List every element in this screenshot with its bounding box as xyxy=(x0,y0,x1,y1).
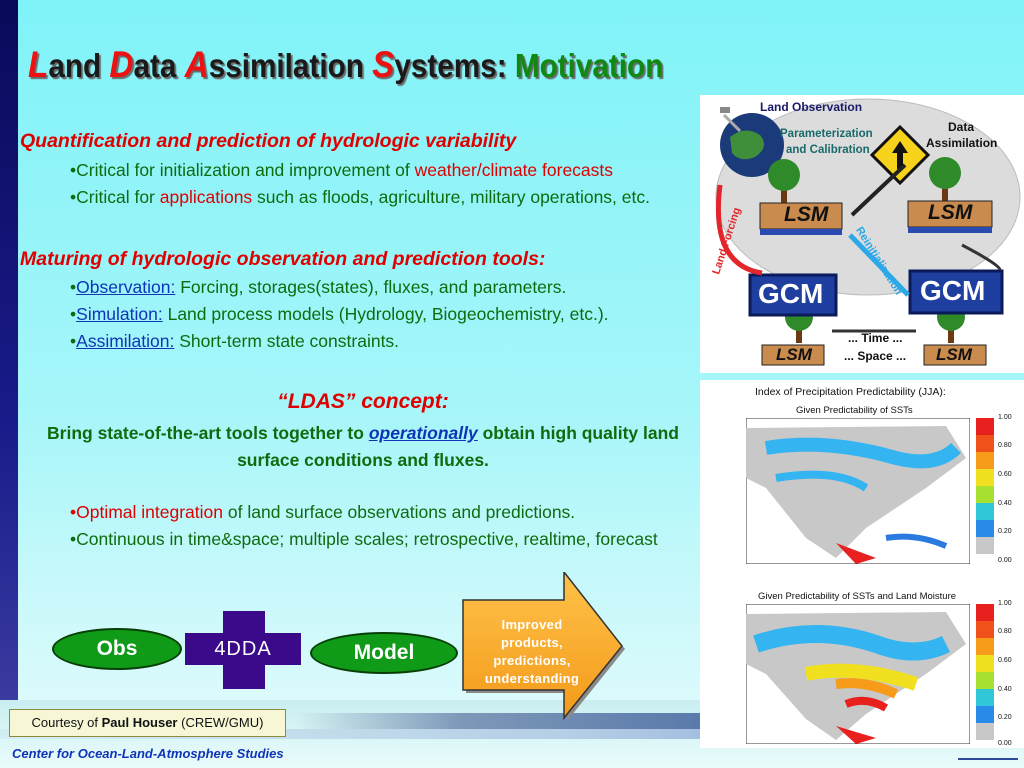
left-accent-bar xyxy=(0,0,18,700)
map1-image xyxy=(746,418,970,564)
map1-legend xyxy=(976,418,994,554)
map2-image xyxy=(746,604,970,744)
bullet-assimilation: •Assimilation: Short-term state constrai… xyxy=(70,331,400,351)
operationally-link[interactable]: operationally xyxy=(368,423,478,443)
organization-name: Center for Ocean-Land-Atmosphere Studies xyxy=(12,746,284,761)
slide-title: Land Data Assimilation Systems: Motivati… xyxy=(28,44,664,85)
obs-ellipse: Obs xyxy=(52,628,182,670)
footer-stripe-lower xyxy=(0,729,960,739)
map2-title: Given Predictability of SSTs and Land Mo… xyxy=(758,591,957,602)
tree-icon xyxy=(768,159,800,203)
predictability-maps: Index of Precipitation Predictability (J… xyxy=(700,380,1024,748)
arrow-label: Improved products, predictions, understa… xyxy=(484,617,580,686)
assimilation-link[interactable]: Assimilation: xyxy=(76,331,175,351)
simulation-link[interactable]: Simulation: xyxy=(76,304,163,324)
courtesy-box: Courtesy of Paul Houser (CREW/GMU) xyxy=(9,709,286,737)
bullet-applications: •Critical for applications such as flood… xyxy=(70,187,650,207)
map1-title: Given Predictability of SSTs xyxy=(796,405,913,416)
maps-main-title: Index of Precipitation Predictability (J… xyxy=(755,386,946,398)
4dda-cross: 4DDA xyxy=(185,611,301,689)
bullet-continuous: •Continuous in time&space; multiple scal… xyxy=(70,529,658,549)
observation-link[interactable]: Observation: xyxy=(76,277,176,297)
ldas-concept-heading: “LDAS” concept: xyxy=(277,390,449,413)
bullet-optimal-integration: •Optimal integration of land surface obs… xyxy=(70,502,576,522)
satellite-icon xyxy=(720,107,730,113)
ldas-concept-text: Bring state-of-the-art tools together to… xyxy=(47,423,679,470)
model-ellipse: Model xyxy=(310,632,458,674)
ldas-diagram: Land Observation Parameterization and Ca… xyxy=(700,95,1024,373)
bullet-simulation: •Simulation: Land process models (Hydrol… xyxy=(70,304,609,324)
improved-products-arrow xyxy=(462,572,625,720)
map2-legend xyxy=(976,604,994,740)
corner-mark xyxy=(958,748,1018,760)
section-heading-tools: Maturing of hydrologic observation and p… xyxy=(20,248,546,270)
section-heading-variability: Quantification and prediction of hydrolo… xyxy=(20,130,517,152)
bullet-observation: •Observation: Forcing, storages(states),… xyxy=(70,277,567,297)
bullet-initialization: •Critical for initialization and improve… xyxy=(70,160,614,180)
